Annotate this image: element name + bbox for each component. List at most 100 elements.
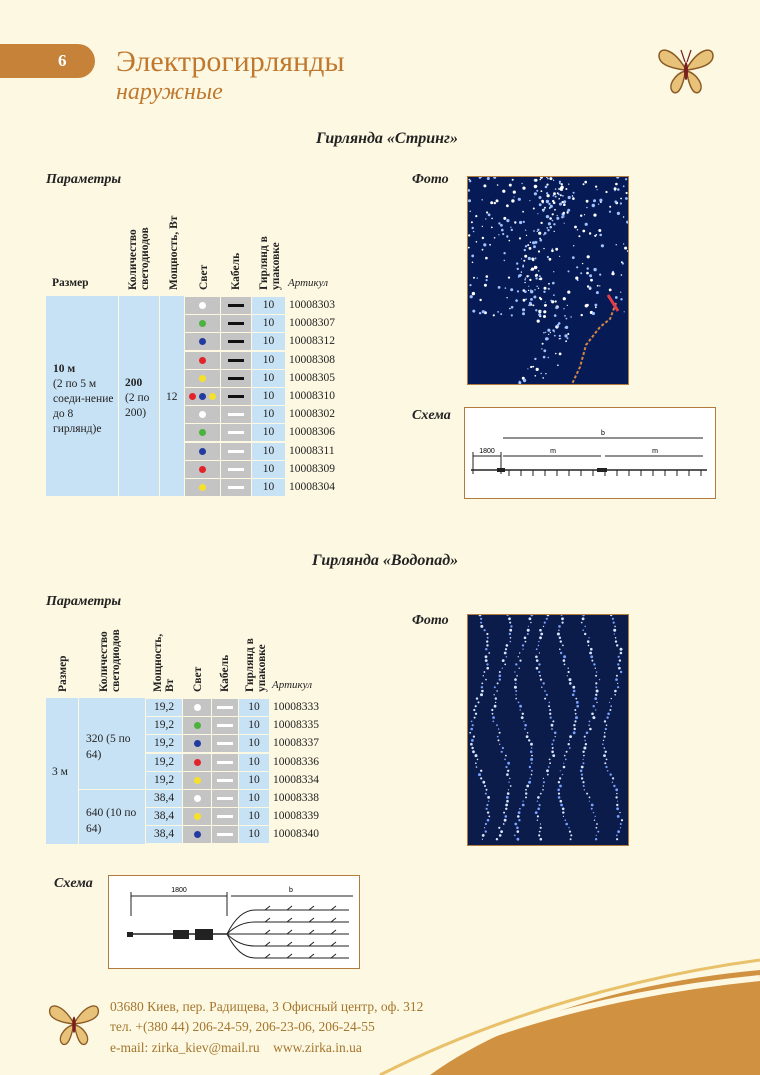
s1-pack-cell: 10 — [252, 315, 285, 332]
s2-cable-bar-white — [217, 742, 233, 745]
s1-power-value: 12 — [166, 391, 178, 403]
s2-light-cell — [183, 699, 211, 716]
s2-cable-cell — [212, 754, 238, 771]
s2-article: 10008339 — [273, 810, 319, 822]
s1-article: 10008306 — [289, 426, 335, 438]
s1-article: 10008312 — [289, 335, 335, 347]
s1-cable-cell — [221, 352, 251, 369]
s2-led-dot-red — [193, 759, 201, 766]
s1-col-count: Количество светодиодов — [127, 227, 151, 290]
s1-cable-cell — [221, 406, 251, 423]
s1-article: 10008305 — [289, 372, 335, 384]
s1-col-article: Артикул — [288, 277, 329, 289]
butterfly-icon — [658, 49, 714, 94]
s1-col-pack: Гирлянд в упаковке — [258, 236, 282, 290]
s1-count-cell — [119, 296, 159, 496]
s2-led-dot-yellow — [193, 777, 201, 784]
s2-article: 10008340 — [273, 828, 319, 840]
s2-group2-value: 640 (10 по 64) — [86, 807, 137, 835]
s1-led-dot-white — [199, 302, 206, 309]
s2-light-cell — [183, 808, 211, 825]
s2-article: 10008336 — [273, 756, 319, 768]
s2-cable-bar-white — [217, 761, 233, 764]
s1-led-dot-blue — [199, 448, 206, 455]
s2-led-dot-blue — [193, 831, 201, 838]
section1-title: Гирлянда «Стринг» — [316, 130, 458, 147]
s2-pack-cell: 10 — [239, 717, 269, 734]
s2-cable-cell — [212, 808, 238, 825]
s1-pack-cell: 10 — [252, 406, 285, 423]
s1-light-cell — [185, 333, 220, 350]
s2-light-cell — [183, 735, 211, 752]
s1-article: 10008304 — [289, 481, 335, 493]
s1-cable-bar-black — [228, 304, 244, 307]
s1-cable-bar-white — [228, 486, 244, 489]
s2-led-dot-blue — [193, 740, 201, 747]
s2-col-pack: Гирлянд в упаковке — [244, 638, 268, 692]
s2-led-dot-yellow — [193, 813, 201, 820]
s1-cable-cell — [221, 388, 251, 405]
s1-light-cell — [185, 424, 220, 441]
s1-led-dot-yellow — [209, 393, 216, 400]
section2-title: Гирлянда «Водопад» — [312, 552, 459, 569]
s1-article: 10008308 — [289, 354, 335, 366]
s2-size-value: 3 м — [52, 766, 68, 778]
s1-cable-cell — [221, 443, 251, 460]
s1-cable-bar-black — [228, 340, 244, 343]
s2-col-count: Количество светодиодов — [98, 629, 122, 692]
s1-pack-cell: 10 — [252, 370, 285, 387]
footer-phone: тел. +(380 44) 206-24-59, 206-23-06, 206… — [110, 1019, 375, 1034]
s1-light-cell — [185, 461, 220, 478]
s2-article: 10008337 — [273, 737, 319, 749]
s2-article: 10008335 — [273, 719, 319, 731]
page-number: 6 — [58, 51, 67, 70]
s2-group1-cell — [79, 698, 145, 789]
s2-size-cell — [46, 698, 78, 844]
s1-cable-cell — [221, 424, 251, 441]
s1-col-cable: Кабель — [230, 252, 242, 290]
s2-cable-bar-white — [217, 724, 233, 727]
s1-pack-cell: 10 — [252, 479, 285, 496]
s1-cable-bar-black — [228, 322, 244, 325]
s2-power-cell: 38,4 — [146, 808, 182, 825]
s1-cable-cell — [221, 297, 251, 314]
s2-col-power: Мощность, Вт — [152, 633, 176, 692]
s1-cable-cell — [221, 315, 251, 332]
waterfall-photo — [467, 614, 629, 846]
footer-wave — [379, 958, 760, 1075]
s1-led-dot-green — [199, 429, 206, 436]
section2-schema-label: Схема — [54, 876, 93, 891]
s2-light-cell — [183, 754, 211, 771]
s1-power-cell — [160, 296, 184, 496]
s1-cable-bar-black — [228, 359, 244, 362]
s1-col-light: Свет — [198, 264, 210, 290]
s1-article: 10008310 — [289, 390, 335, 402]
s1-col-size: Размер — [52, 277, 89, 289]
footer-butterfly-icon — [48, 1005, 100, 1046]
s2-pack-cell: 10 — [239, 699, 269, 716]
s2-light-cell — [183, 717, 211, 734]
s2-led-dot-white — [193, 795, 201, 802]
s1-cable-bar-white — [228, 413, 244, 416]
waterfall-schema: 1800 b — [108, 875, 360, 969]
s2-col-light: Свет — [192, 666, 204, 692]
s2-power-cell: 19,2 — [146, 754, 182, 771]
s2-light-cell — [183, 772, 211, 789]
s1-cable-bar-black — [228, 395, 244, 398]
s1-led-dot-blue — [199, 338, 206, 345]
footer-website[interactable]: www.zirka.in.ua — [273, 1040, 362, 1055]
s1-cable-cell — [221, 479, 251, 496]
s1-count-bold: 200 — [125, 377, 143, 389]
s2-schema-dim1: 1800 — [171, 887, 187, 894]
s2-col-cable: Кабель — [219, 654, 231, 692]
s1-schema-dim-m1: m — [550, 448, 556, 455]
s2-article: 10008338 — [273, 792, 319, 804]
s1-count-text: (2 по 200) — [125, 392, 150, 419]
section2-params-label: Параметры — [46, 594, 122, 609]
s2-cable-cell — [212, 772, 238, 789]
footer-email[interactable]: e-mail: zirka_kiev@mail.ru — [110, 1040, 260, 1055]
s1-article: 10008311 — [289, 445, 335, 457]
section1-schema-label: Схема — [412, 408, 451, 423]
s1-light-cell — [185, 443, 220, 460]
s1-led-dot-green — [199, 320, 206, 327]
